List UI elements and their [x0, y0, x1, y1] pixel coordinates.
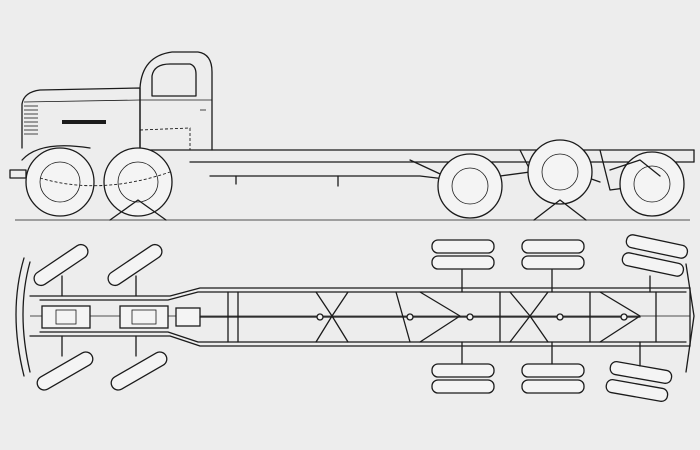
plan-tyre — [107, 243, 163, 287]
front-fender — [21, 145, 91, 161]
front-bumper — [9, 169, 27, 179]
plan-axles — [61, 269, 651, 367]
side-wheel — [619, 151, 685, 217]
wheel-chock — [533, 199, 587, 221]
plan-tyre — [521, 363, 585, 394]
engine-outline — [139, 127, 191, 150]
plan-tyre — [431, 239, 495, 270]
hood-vent — [62, 120, 106, 124]
radiator-grille — [24, 105, 38, 135]
wheel-chock — [109, 199, 167, 221]
side-view — [9, 51, 695, 221]
cab-window — [151, 63, 197, 97]
side-wheel — [103, 147, 173, 217]
truck-cab — [139, 51, 213, 151]
plan-tyre — [431, 363, 495, 394]
hood-engine — [9, 87, 191, 179]
frame-cross-members — [227, 291, 657, 343]
side-wheel — [437, 153, 503, 219]
plan-tyre — [110, 351, 168, 391]
plan-engine-block — [41, 305, 201, 329]
plan-drive-shaft — [199, 313, 641, 321]
plan-rear-end — [685, 263, 695, 373]
plan-tyre — [621, 234, 689, 277]
side-wheel — [527, 139, 593, 205]
front-spring — [39, 171, 171, 187]
plan-view — [15, 234, 695, 402]
rear-bracket — [609, 159, 661, 177]
plan-tyre — [33, 243, 89, 287]
plan-front-bumper — [15, 257, 25, 377]
plan-tyre — [36, 351, 94, 391]
plan-tyre — [605, 361, 673, 402]
side-wheel — [25, 147, 95, 217]
plan-tyre — [521, 239, 585, 270]
